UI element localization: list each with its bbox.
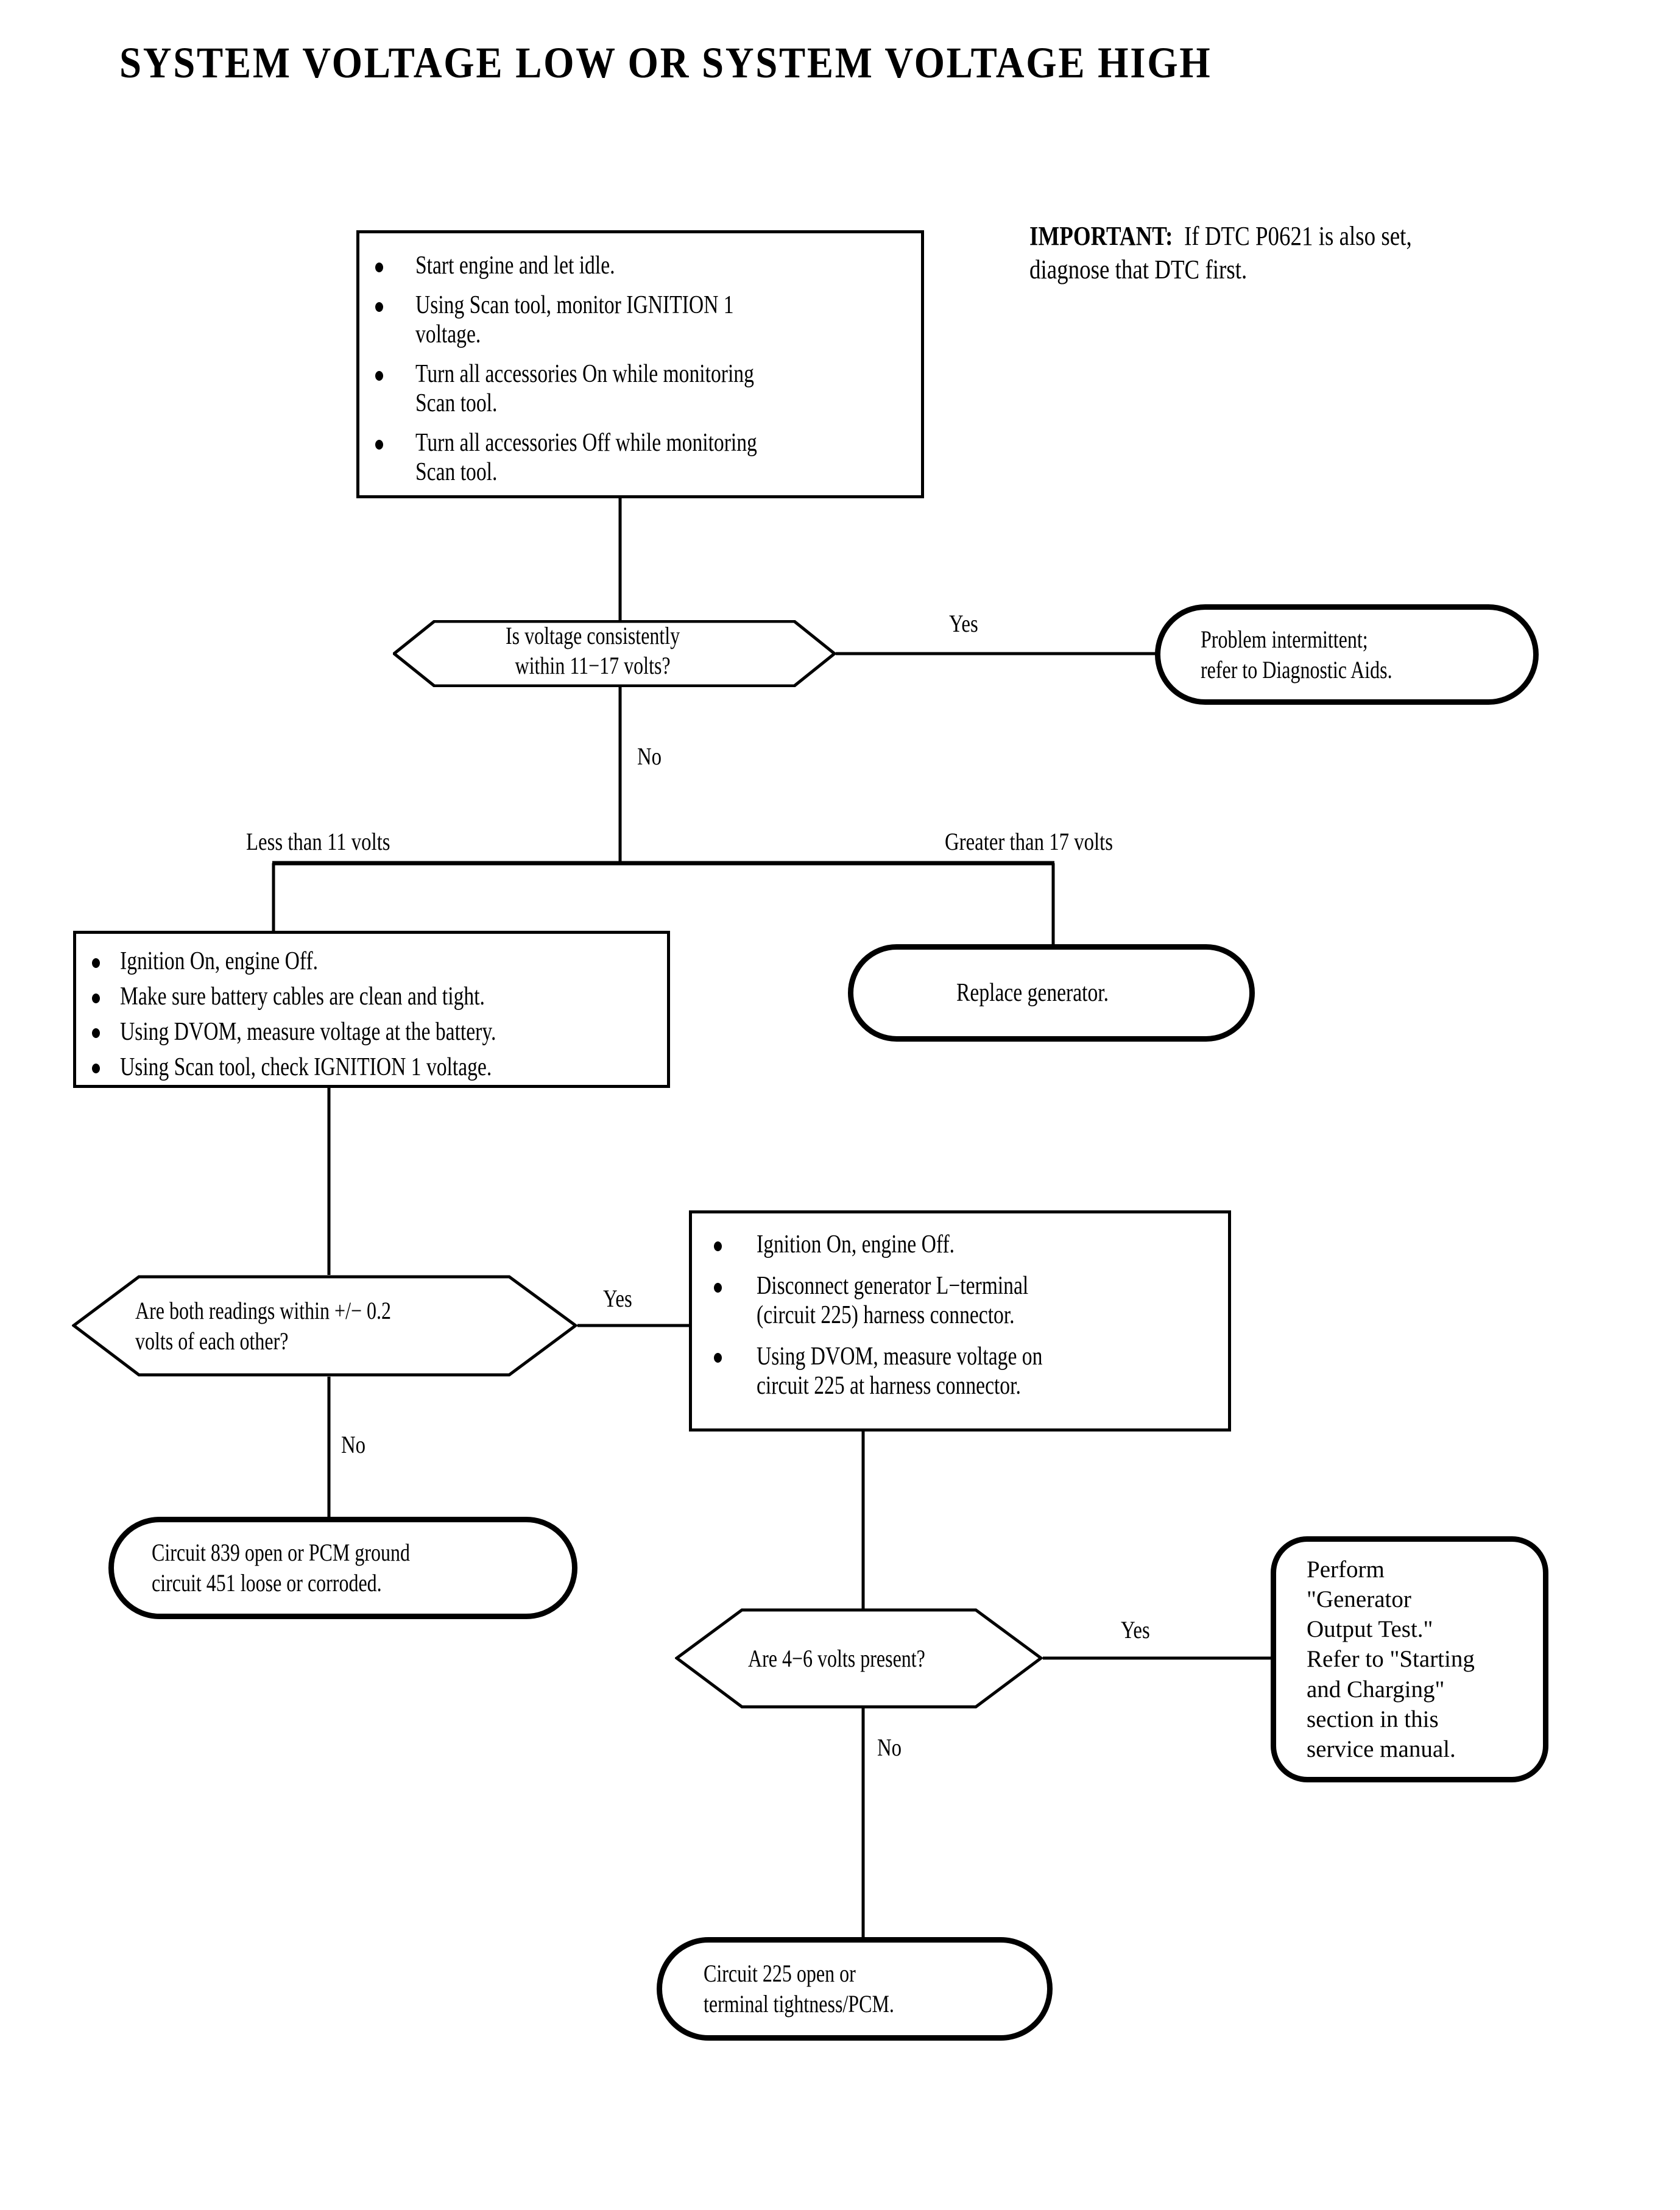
bullet-icon [92,958,100,968]
list-item: Turn all accessories On while monitoring… [359,360,921,418]
bullet-icon [92,1064,100,1074]
hexagon-shape [393,620,836,687]
terminal-problem-intermittent: Problem intermittent; refer to Diagnosti… [1155,604,1539,705]
important-label: IMPORTANT: [1029,221,1173,251]
terminal-generator-output-test: Perform "Generator Output Test." Refer t… [1271,1536,1548,1782]
bullet-icon [375,439,383,450]
decision-are-both-readings-within-tolerance: Are both readings within +/− 0.2 volts o… [72,1275,577,1377]
bullet-icon [92,993,100,1003]
decision-is-voltage-within-range: Is voltage consistently within 11−17 vol… [393,620,836,687]
terminal-replace-generator: Replace generator. [848,944,1255,1042]
edge-label-d1-yes: Yes [949,610,978,637]
edge-label-d3-no: No [877,1734,902,1761]
bullet-icon [714,1353,722,1363]
list-item: Disconnect generator L−terminal (circuit… [692,1272,1228,1330]
list-item: Start engine and let idle. [359,252,921,280]
page-title: SYSTEM VOLTAGE LOW OR SYSTEM VOLTAGE HIG… [119,38,1212,87]
list-item: Using Scan tool, check IGNITION 1 voltag… [76,1053,667,1082]
process-box-step2: Ignition On, engine Off. Make sure batte… [73,931,670,1088]
list-item: Using Scan tool, monitor IGNITION 1 volt… [359,291,921,349]
list-item: Ignition On, engine Off. [692,1230,1228,1260]
list-item: Using DVOM, measure voltage at the batte… [76,1018,667,1047]
hexagon-shape [675,1608,1043,1709]
list-item: Ignition On, engine Off. [76,947,667,976]
list-item: Using DVOM, measure voltage on circuit 2… [692,1343,1228,1401]
bullet-icon [714,1241,722,1251]
decision-are-4-6-volts-present: Are 4−6 volts present? [675,1608,1043,1709]
bullet-icon [92,1028,100,1039]
terminal-circuit-225-open: Circuit 225 open or terminal tightness/P… [657,1937,1053,2041]
process-box-step3: Ignition On, engine Off. Disconnect gene… [689,1210,1231,1432]
edge-label-d2-no: No [341,1431,366,1458]
important-line-2: diagnose that DTC first. [1029,255,1248,285]
terminal-circuit-839-open: Circuit 839 open or PCM ground circuit 4… [108,1517,577,1619]
bullet-icon [375,370,383,381]
hexagon-shape [72,1275,577,1377]
list-item: Make sure battery cables are clean and t… [76,983,667,1012]
important-line-1: If DTC P0621 is also set, [1184,221,1412,251]
bullet-icon [714,1282,722,1293]
edge-label-d2-yes: Yes [603,1285,632,1312]
edge-label-less-than-11-volts: Less than 11 volts [246,828,390,855]
bullet-icon [375,262,383,272]
process-box-step1: Start engine and let idle. Using Scan to… [356,230,924,498]
list-item: Turn all accessories Off while monitorin… [359,429,921,487]
edge-label-greater-than-17-volts: Greater than 17 volts [945,828,1113,855]
edge-label-d3-yes: Yes [1121,1616,1150,1643]
important-note: IMPORTANT: If DTC P0621 is also set, dia… [1029,219,1639,287]
edge-label-d1-no: No [637,743,662,770]
bullet-icon [375,302,383,312]
